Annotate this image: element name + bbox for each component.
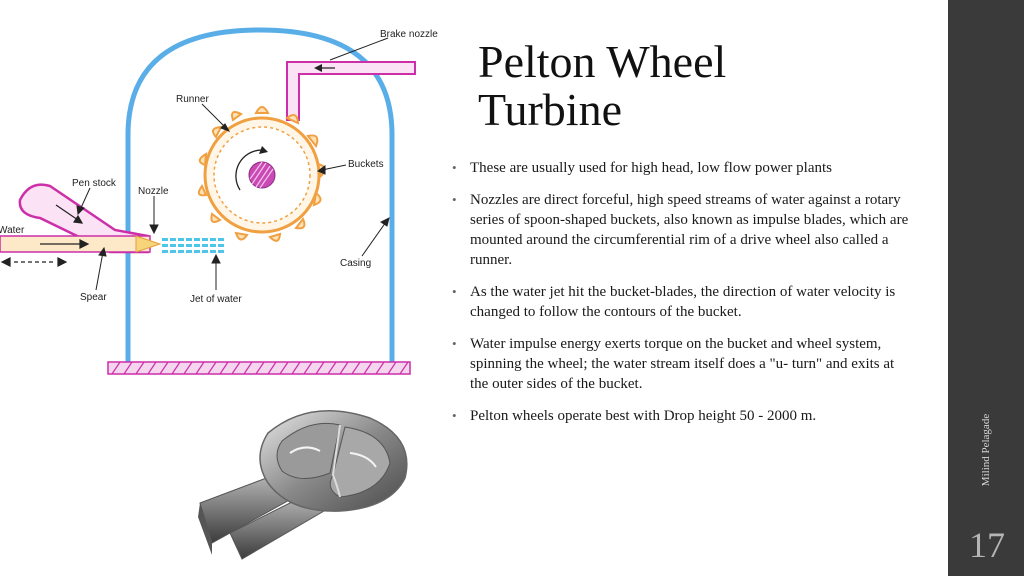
spear-tip (135, 235, 162, 253)
casing-outline (125, 27, 395, 362)
slide-title: Pelton Wheel Turbine (478, 38, 878, 134)
title-line-2: Turbine (478, 84, 622, 135)
label-brake-nozzle: Brake nozzle (380, 29, 438, 40)
author-label: Milind Pelagade (980, 413, 992, 487)
label-pen-stock: Pen stock (72, 178, 117, 189)
bullet-dot-icon: • (452, 408, 457, 423)
label-runner: Runner (176, 94, 209, 105)
bullet-item: •As the water jet hit the bucket-blades,… (452, 284, 896, 320)
bullet-dot-icon: • (452, 284, 457, 299)
label-nozzle: Nozzle (138, 186, 169, 197)
bullet-dot-icon: • (452, 192, 457, 207)
title-line-1: Pelton Wheel (478, 36, 727, 87)
label-jet-of-water: Jet of water (190, 294, 242, 305)
page-number: 17 (969, 525, 1005, 565)
bullet-item: •Pelton wheels operate best with Drop he… (452, 408, 817, 424)
pelton-wheel-diagram: Brake nozzle Runner Buckets Pen stock No… (0, 27, 438, 375)
bullet-dot-icon: • (452, 160, 457, 175)
bullet-item: •Water impulse energy exerts torque on t… (452, 336, 895, 392)
water-jet (162, 238, 224, 253)
label-casing: Casing (340, 258, 371, 269)
sidebar (948, 0, 1024, 576)
brake-nozzle-pipe (286, 61, 416, 121)
bullet-item: •Nozzles are direct forceful, high speed… (452, 192, 909, 268)
bullet-dot-icon: • (452, 336, 457, 351)
runner-wheel (197, 106, 326, 242)
label-spear: Spear (80, 292, 107, 303)
label-water: Water (0, 225, 25, 236)
pelton-bucket-image (198, 409, 408, 560)
bullet-list: •These are usually used for high head, l… (452, 158, 912, 438)
label-buckets: Buckets (348, 159, 384, 170)
bullet-item: •These are usually used for high head, l… (452, 160, 832, 176)
